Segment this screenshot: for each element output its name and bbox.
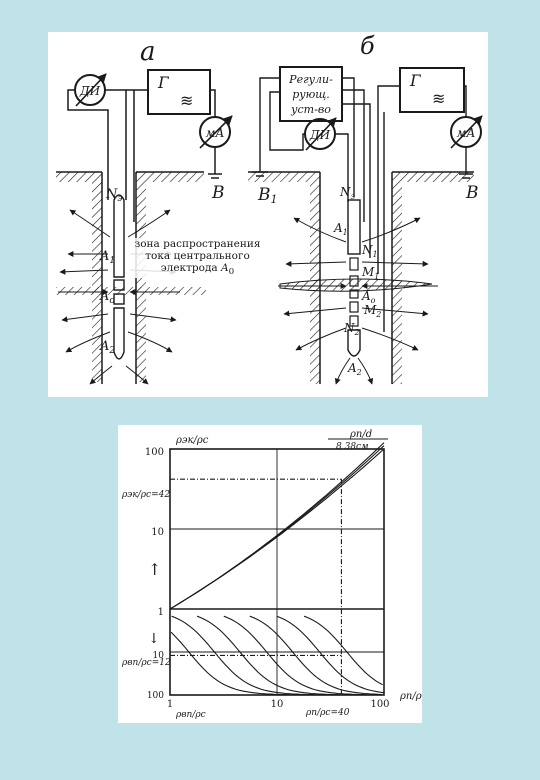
y-tick-bottom-10: 10: [153, 651, 165, 661]
svg-text:Г: Г: [157, 73, 170, 92]
generator-b: Г ≋: [399, 67, 465, 113]
svg-text:≋: ≋: [180, 91, 193, 110]
electrode-m2-b: M2: [363, 303, 381, 319]
earth-b: [248, 171, 474, 384]
svg-text:Г: Г: [409, 71, 422, 90]
svg-text:B: B: [211, 183, 225, 203]
wires-a: [67, 89, 216, 222]
electrode-labels-b: Nэ A1 N1 M1 Aо M2 N2 A2: [333, 185, 381, 377]
electrode-n-b: Nэ: [339, 185, 356, 201]
svg-text:уст-во: уст-во: [290, 103, 331, 116]
annotation-x: ρп/ρс=40: [305, 708, 350, 718]
svg-text:ДИ: ДИ: [309, 128, 331, 142]
y-tick-bottom-100: 100: [147, 691, 164, 701]
sonde-a: [113, 194, 125, 360]
x-label-left: ρвп/ρс: [175, 710, 206, 720]
electrode-a0-b: Aо: [361, 289, 376, 305]
di-meter-a: ДИ: [74, 73, 107, 107]
svg-text:≋: ≋: [432, 89, 445, 108]
y-tick-top-100: 100: [145, 447, 164, 458]
x-label: ρп/ρс: [399, 691, 422, 702]
legend-series: ρп/d: [349, 429, 372, 440]
svg-text:ДИ: ДИ: [79, 84, 101, 98]
chart-frame: [169, 448, 385, 696]
annotation-top: ρэк/ρс=42: [121, 490, 170, 500]
upper-curve: [169, 445, 385, 610]
electrode-n-a: Nэ: [105, 187, 122, 204]
diagram-b-title: б: [360, 32, 375, 60]
x-tick-10: 10: [271, 699, 284, 710]
ground-b-a: B: [208, 173, 225, 203]
current-lines-a: [58, 209, 180, 385]
lower-curve: [196, 615, 340, 696]
lower-curve: [223, 615, 367, 696]
y-label-top: ρэк/ρс: [175, 435, 209, 446]
electrode-labels-a: Nэ A1 Aо A2: [99, 187, 122, 356]
lower-curve: [303, 615, 383, 686]
circuit-diagrams-panel: а ДИ Г ≋ мА: [48, 32, 488, 397]
lower-curve: [276, 615, 384, 694]
sonde-b: [347, 199, 361, 357]
wires-b: [259, 77, 467, 332]
svg-text:мА: мА: [205, 126, 224, 140]
diagram-a-title: а: [140, 37, 156, 67]
chart-panel: ρэк/ρс 100 10 1 10 100 ↑ ↓ 1 10 100 ρп/ρ…: [118, 425, 422, 723]
zone-label: зона распространения тока центрального э…: [130, 238, 265, 279]
lower-curve: [171, 615, 315, 696]
ground-b1-label: B1: [257, 185, 278, 206]
annotation-bottom: ρвп/ρс=12: [121, 658, 171, 668]
circuit-diagrams: а ДИ Г ≋ мА: [56, 32, 483, 385]
svg-text:B: B: [465, 183, 479, 203]
electrode-a0-a: Aо: [99, 289, 115, 306]
svg-text:рующ.: рующ.: [292, 88, 330, 101]
chart: ρэк/ρс 100 10 1 10 100 ↑ ↓ 1 10 100 ρп/ρ…: [121, 429, 422, 720]
lower-curve: [249, 615, 382, 695]
reading-lines: [170, 478, 342, 695]
svg-text:мА: мА: [456, 126, 475, 140]
lower-curve: [170, 631, 289, 696]
electrode-a2-b: A2: [347, 361, 362, 377]
x-tick-100: 100: [370, 699, 389, 710]
diagram-a: а ДИ Г ≋ мА: [56, 37, 233, 385]
ma-meter-a: мА: [199, 115, 233, 149]
legend-value: 8 38см: [336, 442, 369, 452]
y-tick-top-1: 1: [158, 607, 164, 618]
current-lines-b: [278, 217, 438, 385]
svg-text:Регули-: Регули-: [288, 73, 333, 86]
electrode-m1-b: M1: [361, 265, 379, 281]
regulator-box: Регули- рующ. уст-во: [279, 66, 343, 122]
chart-curves: [169, 442, 385, 696]
electrode-n2-b: N2: [343, 321, 360, 337]
electrode-a1-b: A1: [333, 221, 348, 237]
arrow-down-icon: ↓: [148, 631, 160, 647]
arrow-up-icon: ↑: [148, 560, 161, 579]
di-meter-b: ДИ: [304, 117, 337, 151]
ma-meter-b: мА: [450, 115, 483, 149]
diagram-b: б Регули- рующ. уст-во ДИ Г ≋ мА: [248, 32, 483, 385]
electrode-a2-a: A2: [99, 339, 115, 356]
electrode-a1-a: A1: [99, 249, 115, 266]
generator-a: Г ≋: [147, 69, 211, 115]
electrode-n1-b: N1: [361, 243, 378, 259]
y-tick-top-10: 10: [151, 527, 164, 538]
x-tick-1: 1: [167, 699, 173, 710]
